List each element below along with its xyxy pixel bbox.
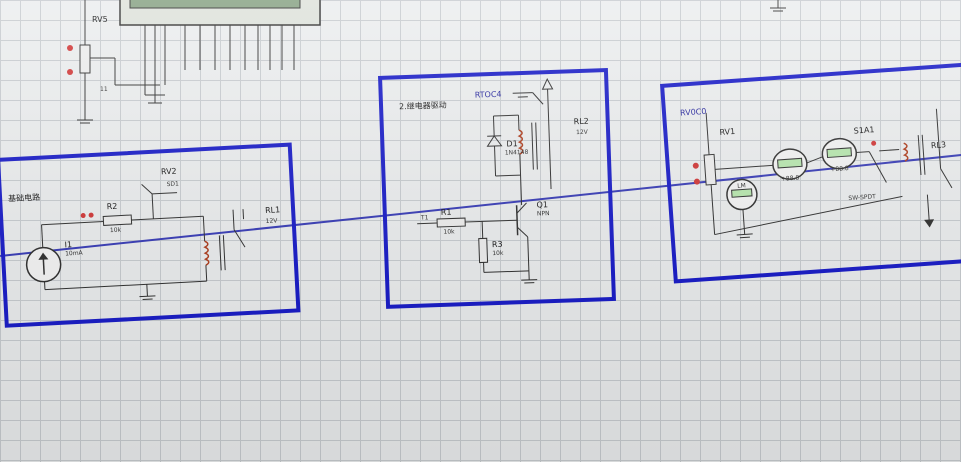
resistor-r1-label: R1 (440, 207, 452, 217)
pot-rv1-label: RV1 (719, 126, 736, 137)
source-value: 10mA (64, 249, 83, 258)
probe-dot (67, 69, 73, 75)
lcd-screen (129, 0, 301, 9)
probe-dot (67, 45, 73, 51)
relay-rl2-label: RL2 (573, 116, 589, 127)
circuit-1-frame[interactable]: 基础电路 I1 10mA R2 10k RV2 SD1 RL1 12V (0, 142, 301, 328)
resistor-r3-value: 10k (492, 249, 504, 258)
transistor-q1-value: NPN (536, 210, 550, 218)
relay-rl2-value: 12V (575, 128, 588, 137)
circuit-2-title: 2.继电器驱动 (398, 100, 447, 112)
header-label: RTOC4 (474, 89, 502, 100)
circuit-3-schematic (692, 108, 953, 239)
relay-rl1-value: 12V (265, 217, 278, 225)
switch-label: SD1 (166, 180, 180, 189)
pot-rv5-label: RV5 (92, 15, 108, 24)
circuit-2-schematic (417, 77, 554, 284)
resistor-r3-label: R3 (491, 239, 503, 250)
diode-d1-value: 1N4148 (504, 148, 529, 157)
transistor-q1-label: Q1 (536, 200, 549, 210)
pot-rv5 (79, 44, 91, 74)
relay-rl1-label: RL1 (264, 205, 281, 215)
resistor-r2-value: 10k (109, 226, 122, 235)
diode-d1-label: D1 (506, 139, 518, 149)
sensor-label: RV2 (160, 166, 177, 177)
relay-rl3-label: RL3 (930, 140, 947, 151)
pot-rv1 (703, 153, 717, 186)
resistor-r1-value: 10k (443, 228, 455, 236)
pot-pin-label: 11 (100, 86, 108, 93)
switch-label: S1A1 (853, 125, 875, 136)
circuit-1-schematic (25, 184, 246, 301)
resistor-r2-label: R2 (106, 201, 118, 212)
meter-3-label: +88.8 (830, 165, 849, 174)
circuit-3-frame[interactable]: RV0C0 RV1 LM +88.8 +88.8 S1A1 SW-SPDT RL… (660, 61, 961, 284)
meter-2-label: +88.8 (780, 174, 800, 183)
source-label: I1 (64, 240, 73, 250)
meter-1-label: LM (737, 182, 747, 190)
input-terminal-label: T1 (420, 214, 429, 222)
circuit-1-title: 基础电路 (7, 192, 41, 204)
header-label: RV0C0 (679, 106, 707, 118)
circuit-2-frame[interactable]: 2.继电器驱动 RTOC4 D1 1N4148 RL2 12V Q1 NPN R… (378, 67, 616, 309)
